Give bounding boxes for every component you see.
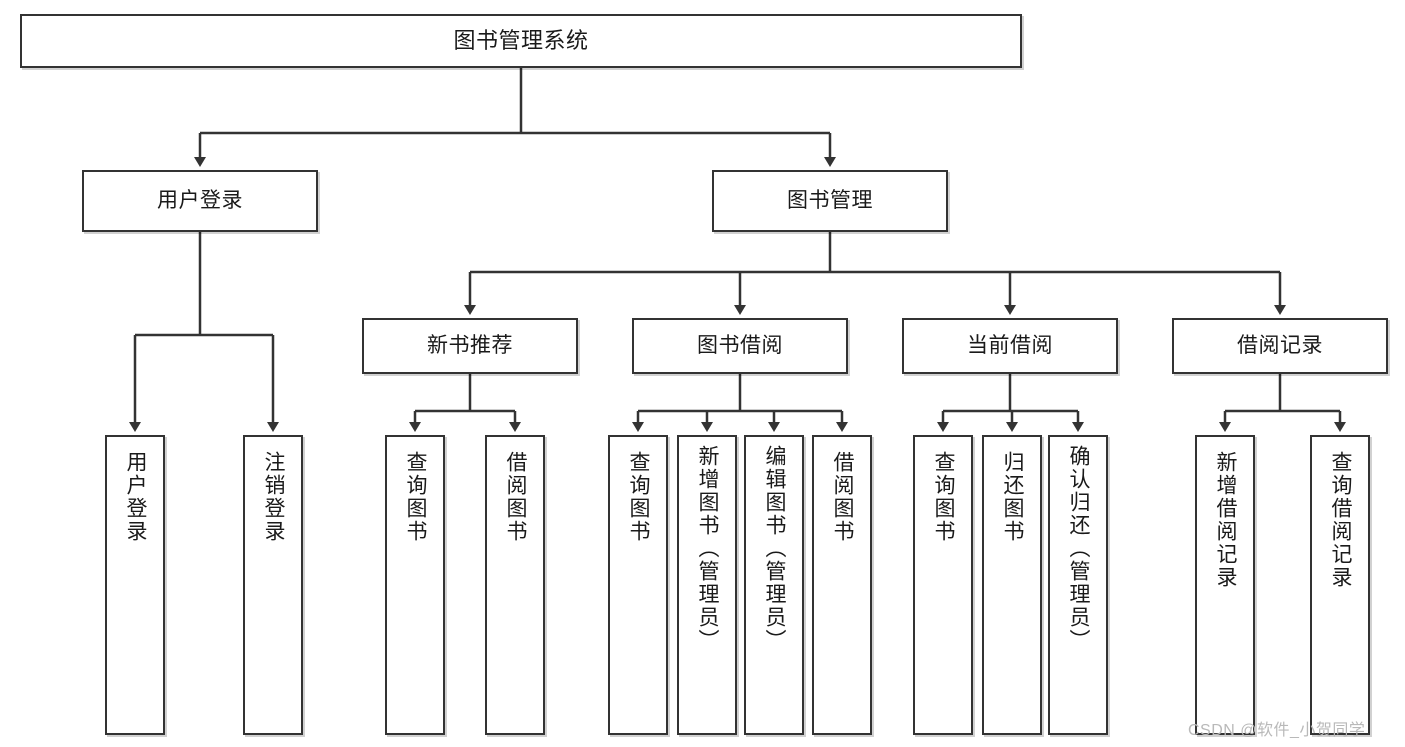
node-label: 注销登录 — [262, 451, 286, 543]
node-leaf-borrow-book-1[interactable]: 借阅图书 — [485, 435, 545, 735]
node-leaf-query-book-1[interactable]: 查询图书 — [385, 435, 445, 735]
node-label: 新增借阅记录 — [1214, 451, 1238, 589]
node-label: 图书管理系统 — [453, 28, 589, 54]
node-leaf-query-record[interactable]: 查询借阅记录 — [1310, 435, 1370, 735]
node-label: 当前借阅 — [967, 333, 1053, 357]
node-leaf-user-login[interactable]: 用户登录 — [105, 435, 165, 735]
node-label: 查询图书 — [404, 451, 428, 543]
node-label: 借阅图书 — [831, 451, 855, 543]
node-leaf-confirm-return[interactable]: 确认归还（管理员） — [1048, 435, 1108, 735]
node-leaf-logout-login[interactable]: 注销登录 — [243, 435, 303, 735]
node-leaf-add-record[interactable]: 新增借阅记录 — [1195, 435, 1255, 735]
node-label: 编辑图书（管理员） — [763, 445, 787, 652]
csdn-watermark: CSDN @软件_小贺同学 — [1188, 722, 1366, 739]
node-book-manage[interactable]: 图书管理 — [712, 170, 948, 232]
node-leaf-borrow-book-2[interactable]: 借阅图书 — [812, 435, 872, 735]
node-root[interactable]: 图书管理系统 — [20, 14, 1022, 68]
node-label: 新增图书（管理员） — [696, 445, 720, 652]
node-label: 新书推荐 — [427, 333, 513, 357]
node-book-borrow[interactable]: 图书借阅 — [632, 318, 848, 374]
node-label: 用户登录 — [124, 451, 148, 543]
node-leaf-add-book[interactable]: 新增图书（管理员） — [677, 435, 737, 735]
node-label: 图书借阅 — [697, 333, 783, 357]
node-current-borrow[interactable]: 当前借阅 — [902, 318, 1118, 374]
node-leaf-query-book-2[interactable]: 查询图书 — [608, 435, 668, 735]
node-label: 归还图书 — [1001, 451, 1025, 543]
node-label: 查询图书 — [932, 451, 956, 543]
node-user-login[interactable]: 用户登录 — [82, 170, 318, 232]
node-label: 用户登录 — [157, 188, 243, 212]
node-label: 确认归还（管理员） — [1067, 445, 1091, 652]
node-label: 查询借阅记录 — [1329, 451, 1353, 589]
node-leaf-query-book-3[interactable]: 查询图书 — [913, 435, 973, 735]
node-leaf-return-book[interactable]: 归还图书 — [982, 435, 1042, 735]
node-label: 借阅图书 — [504, 451, 528, 543]
node-label: 图书管理 — [787, 188, 873, 212]
node-borrow-record[interactable]: 借阅记录 — [1172, 318, 1388, 374]
node-new-book-recommend[interactable]: 新书推荐 — [362, 318, 578, 374]
node-label: 查询图书 — [627, 451, 651, 543]
node-label: 借阅记录 — [1237, 333, 1323, 357]
node-leaf-edit-book[interactable]: 编辑图书（管理员） — [744, 435, 804, 735]
